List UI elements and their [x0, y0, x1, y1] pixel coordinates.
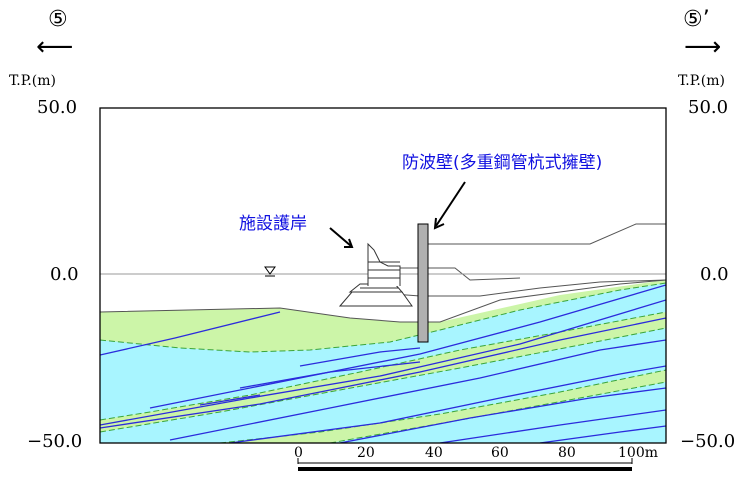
wave-wall-pile	[417, 223, 429, 343]
section-marker-right: ⑤’	[683, 7, 710, 32]
left-arrow-icon: ⟵	[36, 32, 74, 62]
soil-layer-cyan-bottom	[330, 382, 666, 443]
y-tick-label-top-left: 50.0	[37, 97, 78, 118]
annotation-wave-wall: 防波壁(多重鋼管杭式擁壁)	[402, 153, 603, 173]
scale-label-80: 80	[558, 445, 576, 461]
scale-label-0: 0	[294, 445, 303, 461]
y-tick-label-bottom-left: −50.0	[27, 431, 83, 452]
scale-label-20: 20	[357, 445, 375, 461]
right-arrow-icon: ⟶	[684, 32, 722, 62]
y-tick-label-mid-right: 0.0	[700, 264, 729, 285]
y-tick-label-mid-left: 0.0	[50, 264, 79, 285]
y-tick-label-top-right: 50.0	[688, 97, 729, 118]
section-marker-left: ⑤	[48, 7, 68, 32]
y-tick-label-bottom-right: −50.0	[680, 431, 736, 452]
scale-label-40: 40	[425, 445, 443, 461]
soil-layer-cyan-lower	[100, 328, 666, 443]
water-level-icon	[264, 266, 276, 275]
annotation-seawall: 施設護岸	[239, 214, 307, 234]
plot-frame	[99, 107, 667, 444]
unit-label-left: T.P.(m)	[9, 73, 56, 89]
scale-label-100m: 100m	[618, 445, 658, 461]
scale-bar	[297, 458, 633, 471]
seawall-structure	[338, 242, 413, 307]
scale-label-60: 60	[491, 445, 509, 461]
unit-label-right: T.P.(m)	[678, 73, 725, 89]
